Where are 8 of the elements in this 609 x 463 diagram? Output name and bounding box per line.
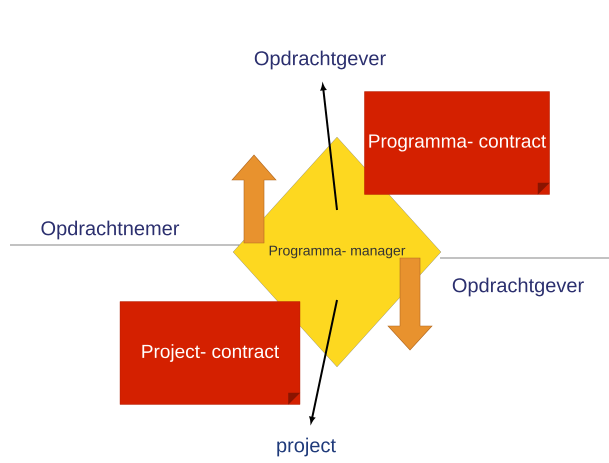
arrow bbox=[309, 300, 338, 424]
role-label: Opdrachtnemer bbox=[41, 220, 180, 240]
role-label: Opdrachtgever bbox=[254, 50, 386, 70]
arrow bbox=[320, 84, 338, 210]
contract-card: Programma- contract bbox=[364, 91, 550, 195]
contract-card: Project- contract bbox=[120, 301, 300, 405]
role-label: Opdrachtgever bbox=[452, 278, 584, 296]
role-label: project bbox=[277, 438, 336, 456]
